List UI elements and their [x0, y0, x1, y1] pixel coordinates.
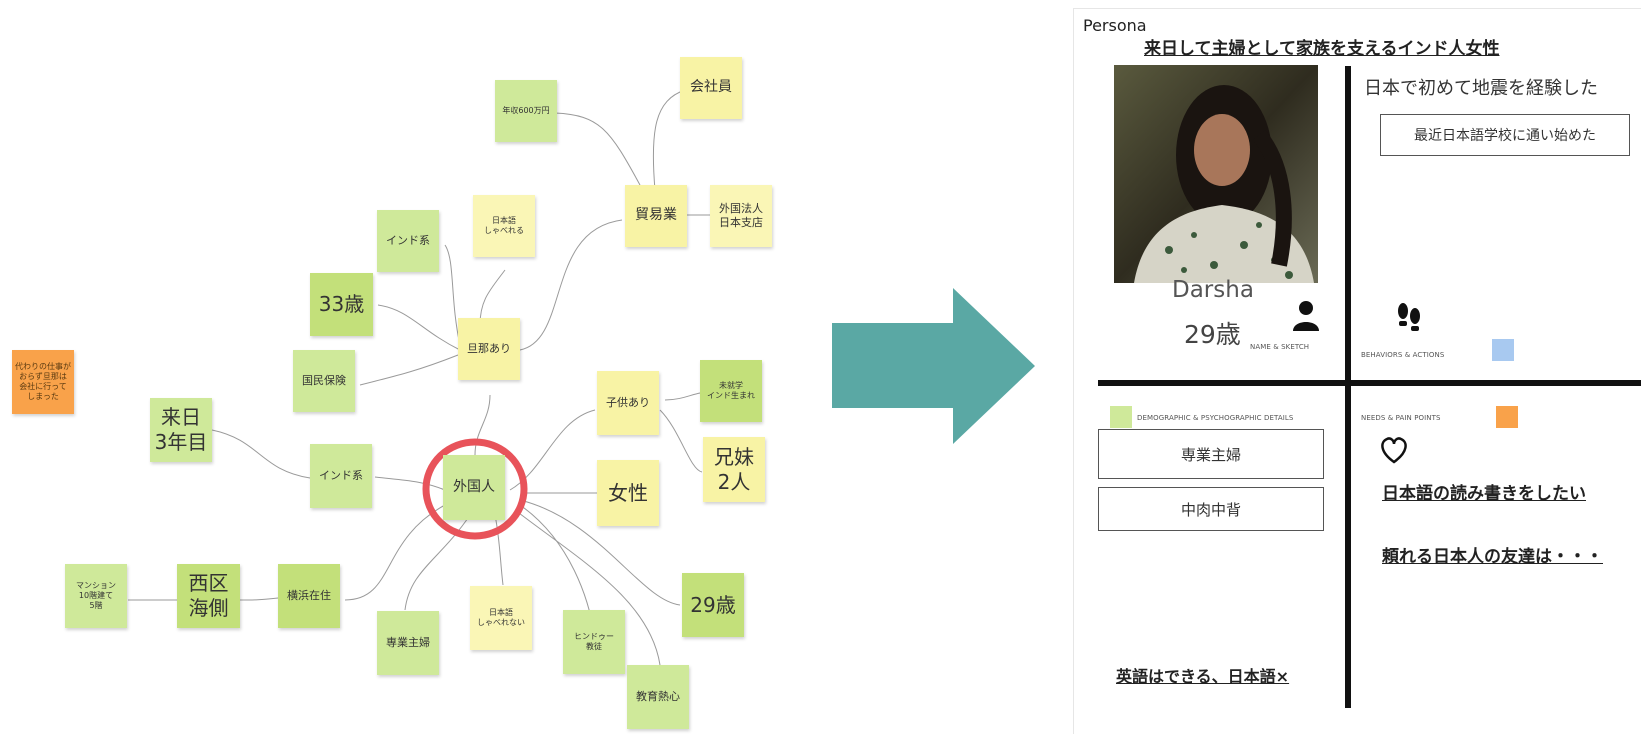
- need-1: 日本語の読み書きをしたい: [1382, 484, 1586, 504]
- connector: [404, 514, 471, 611]
- vertical-axis: [1345, 66, 1351, 708]
- need-2: 頼れる日本人の友達は・・・: [1382, 547, 1603, 567]
- note-danna[interactable]: 旦那あり: [458, 318, 520, 380]
- note-yokohama[interactable]: 横浜在住: [278, 564, 340, 628]
- connector: [479, 269, 506, 326]
- horizontal-axis: [1098, 380, 1641, 386]
- demographic-swatch: [1110, 406, 1132, 428]
- note-age29[interactable]: 29歳: [682, 573, 744, 637]
- connector: [374, 476, 446, 491]
- note-nihongo-ok[interactable]: 日本語 しゃべれる: [473, 195, 535, 257]
- highlight-circle: [422, 438, 528, 540]
- person-icon: [1293, 301, 1319, 331]
- note-sengyo[interactable]: 専業主婦: [377, 611, 439, 675]
- name-sketch-caption: NAME & SKETCH: [1250, 343, 1310, 351]
- note-kokumin[interactable]: 国民保険: [293, 350, 355, 412]
- connector: [554, 112, 641, 186]
- behaviors-swatch: [1492, 339, 1514, 361]
- persona-canvas: Persona 来日して主婦として家族を支えるインド人女性 Dars: [1073, 8, 1641, 734]
- demo-box-2[interactable]: 中肉中背: [1098, 487, 1324, 531]
- note-nenshu[interactable]: 年収600万円: [495, 80, 557, 142]
- portrait-image-icon: [1114, 65, 1318, 283]
- note-center[interactable]: 外国人: [443, 455, 505, 520]
- arrow-right: [832, 288, 1035, 444]
- connector: [664, 392, 701, 401]
- persona-title: 来日して主婦として家族を支えるインド人女性: [1144, 39, 1500, 59]
- connector: [652, 89, 686, 191]
- connector: [514, 509, 661, 666]
- note-rainichi[interactable]: 来日 3年目: [150, 398, 212, 462]
- connector: [377, 304, 461, 351]
- behavior-text: 日本で初めて地震を経験した: [1364, 78, 1598, 99]
- demographic-caption: DEMOGRAPHIC & PSYCHOGRAPHIC DETAILS: [1137, 414, 1294, 422]
- note-gaikoku-hojin[interactable]: 外国法人 日本支店: [710, 185, 772, 247]
- connector: [444, 244, 461, 346]
- connector: [359, 354, 459, 386]
- connector: [519, 219, 623, 351]
- connector: [659, 409, 703, 473]
- note-boeki[interactable]: 貿易業: [625, 185, 687, 247]
- note-hindu[interactable]: ヒンドゥー 教徒: [563, 610, 625, 674]
- note-nihongo-ng[interactable]: 日本語 しゃべれない: [470, 586, 532, 650]
- note-age33[interactable]: 33歳: [310, 273, 373, 336]
- note-india-kei-mid[interactable]: インド系: [310, 444, 372, 508]
- note-mansion[interactable]: マンション 10階建て 5階: [65, 564, 127, 628]
- persona-name: Darsha: [1172, 277, 1254, 303]
- persona-photo: [1114, 65, 1318, 283]
- behavior-box[interactable]: 最近日本語学校に通い始めた: [1380, 114, 1630, 156]
- needs-caption: NEEDS & PAIN POINTS: [1361, 414, 1441, 422]
- note-kyoiku[interactable]: 教育熱心: [627, 665, 689, 729]
- connector: [494, 514, 504, 586]
- note-kyodai[interactable]: 兄妹 2人: [703, 437, 765, 502]
- note-kodomo[interactable]: 子供あり: [597, 371, 659, 435]
- demo-box-1[interactable]: 専業主婦: [1098, 429, 1324, 479]
- heart-icon: [1381, 437, 1407, 464]
- note-josei[interactable]: 女性: [597, 460, 659, 526]
- note-kaishain[interactable]: 会社員: [680, 57, 742, 119]
- connector: [211, 429, 311, 479]
- persona-age: 29歳: [1184, 320, 1241, 349]
- connector: [344, 504, 446, 601]
- note-india-kei-top[interactable]: インド系: [377, 210, 439, 272]
- persona-label: Persona: [1083, 16, 1147, 35]
- connector: [519, 499, 681, 606]
- connector: [239, 597, 279, 601]
- note-nishiku[interactable]: 西区 海側: [177, 564, 240, 628]
- note-mishugaku[interactable]: 未就学 インド生まれ: [700, 360, 762, 422]
- behaviors-caption: BEHAVIORS & ACTIONS: [1361, 351, 1445, 359]
- demo-footer: 英語はできる、日本語×: [1116, 667, 1290, 686]
- needs-swatch: [1496, 406, 1518, 428]
- connector: [474, 394, 491, 456]
- footsteps-icon: [1398, 303, 1420, 331]
- note-side-orange[interactable]: 代わりの仕事が おらず旦那は 会社に行って しまった: [12, 350, 74, 414]
